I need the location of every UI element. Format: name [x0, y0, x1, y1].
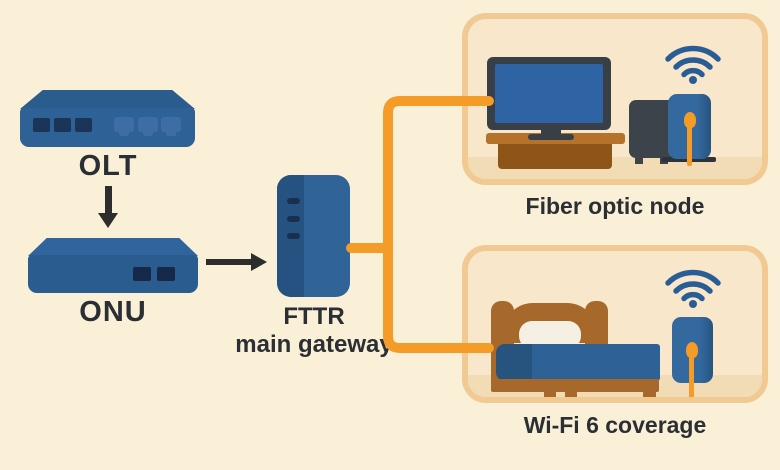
onu-port-icon [157, 267, 175, 281]
olt-front-face [20, 108, 195, 147]
bed-blanket-fold [496, 344, 532, 381]
arrow-right-head-icon [251, 253, 267, 271]
bed-leg [544, 392, 556, 397]
onu-label: ONU [79, 296, 147, 328]
bed-leg [643, 392, 656, 397]
fttr-gateway-device-icon [277, 175, 350, 297]
fiber-drop-bulb-icon [686, 342, 698, 358]
onu-port-icon [133, 267, 151, 281]
olt-device-icon [20, 90, 195, 147]
wifi6-coverage-room [462, 245, 768, 403]
bed-frame-base [491, 379, 659, 392]
wifi-room-label: Wi-Fi 6 coverage [523, 412, 707, 438]
gateway-led-icon [287, 216, 300, 222]
olt-top-face [20, 90, 195, 109]
bed-icon [496, 344, 660, 381]
speaker-foot [635, 158, 643, 164]
arrow-down-icon [105, 186, 112, 215]
olt-port-icon [75, 118, 92, 132]
olt-rj45-port-icon [138, 117, 158, 136]
tv-icon [487, 57, 611, 130]
tv-neck [541, 127, 561, 137]
wifi-icon [665, 269, 721, 308]
fiber-drop-cable-icon [689, 356, 694, 397]
gateway-led-icon [287, 198, 300, 204]
bed-leg [565, 392, 577, 397]
fiber-room-label: Fiber optic node [525, 193, 705, 219]
speaker-icon [629, 100, 675, 164]
olt-rj45-port-icon [114, 117, 134, 136]
gateway-led-icon [287, 233, 300, 239]
olt-label: OLT [78, 150, 138, 182]
fiber-drop-cable-icon [687, 124, 692, 166]
tv-base [528, 134, 574, 140]
olt-port-icon [54, 118, 71, 132]
onu-front-face [28, 255, 198, 293]
gateway-label-line2: main gateway [235, 331, 393, 358]
olt-port-icon [33, 118, 50, 132]
onu-device-icon [28, 238, 198, 293]
arrow-right-icon [206, 259, 253, 265]
arrow-down-head-icon [98, 213, 118, 228]
olt-rj45-port-icon [161, 117, 181, 136]
wifi-icon [665, 45, 721, 84]
tv-screen [495, 64, 603, 123]
onu-top-face [28, 238, 198, 256]
tv-stand-body [498, 144, 612, 169]
gateway-label-line1: FTTR [283, 303, 345, 330]
fiber-optic-node-room [462, 13, 768, 185]
